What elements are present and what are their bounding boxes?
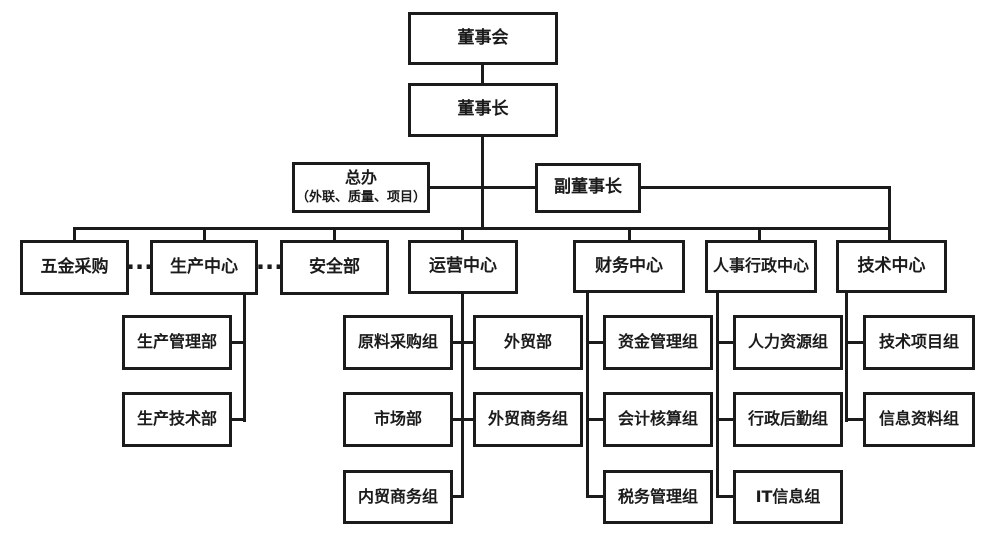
connector-line [429, 186, 536, 189]
node-production-tech-dept: 生产技术部 [122, 392, 232, 447]
connector-line [845, 341, 866, 344]
node-label: 税务管理组 [617, 486, 698, 506]
node-label: 董事长 [457, 99, 509, 120]
node-label: 运营中心 [429, 256, 497, 277]
connector-line [716, 291, 719, 498]
node-label: 市场部 [373, 409, 422, 429]
node-label: 人事行政中心 [712, 256, 809, 276]
node-label: 原料采购组 [357, 332, 438, 352]
node-hardware-purchasing: 五金采购 [20, 240, 129, 295]
node-label: 内贸商务组 [357, 486, 438, 506]
node-tech-project-group: 技术项目组 [863, 315, 975, 370]
node-tax-mgmt-group: 税务管理组 [603, 470, 713, 524]
node-foreign-trade-dept: 外贸部 [473, 315, 583, 370]
node-board-of-directors: 董事会 [408, 12, 558, 65]
connector-line [758, 227, 761, 243]
connector-line [586, 291, 589, 498]
node-label: 生产管理部 [136, 332, 217, 352]
node-label: 信息资料组 [878, 409, 959, 429]
node-label: 人力资源组 [747, 332, 828, 352]
node-label: 安全部 [309, 256, 360, 277]
node-admin-logistics-group: 行政后勤组 [733, 392, 843, 447]
node-tech-center: 技术中心 [836, 240, 947, 293]
connector-line [450, 418, 464, 421]
node-it-info-group: IT信息组 [733, 470, 843, 524]
connector-line [461, 418, 476, 421]
node-label: IT信息组 [755, 486, 821, 506]
node-fund-mgmt-group: 资金管理组 [603, 315, 713, 370]
node-label: 技术项目组 [878, 332, 959, 352]
node-label: 总办 [344, 168, 377, 188]
ellipsis-dots: ··· [255, 253, 284, 281]
node-label: 财务中心 [595, 255, 663, 276]
node-hr-admin-center: 人事行政中心 [705, 240, 817, 293]
connector-line [450, 495, 464, 498]
node-raw-material-group: 原料采购组 [343, 315, 453, 370]
connector-line [461, 341, 476, 344]
ellipsis-dots: ··· [125, 253, 154, 281]
node-label: 外贸商务组 [487, 409, 568, 429]
node-safety-dept: 安全部 [280, 240, 389, 295]
node-operations-center: 运营中心 [408, 240, 518, 294]
connector-line [845, 291, 848, 422]
connector-line [586, 495, 606, 498]
connector-line [243, 293, 246, 422]
connector-line [73, 227, 891, 230]
connector-line [716, 341, 736, 344]
node-label: 资金管理组 [617, 332, 698, 352]
node-label: 五金采购 [40, 256, 109, 277]
connector-line [716, 495, 736, 498]
node-hr-group: 人力资源组 [733, 315, 843, 370]
node-sublabel: （外联、质量、项目） [295, 189, 426, 205]
node-label: 生产技术部 [136, 409, 217, 429]
node-production-center: 生产中心 [150, 240, 258, 295]
connector-line [888, 186, 891, 242]
connector-line [229, 341, 246, 344]
connector-line [586, 341, 606, 344]
connector-line [716, 418, 736, 421]
connector-line [333, 227, 336, 243]
node-production-mgmt-dept: 生产管理部 [122, 315, 232, 370]
connector-line [628, 227, 631, 243]
connector-line [481, 64, 484, 84]
node-label: 副董事长 [554, 177, 622, 198]
node-info-data-group: 信息资料组 [863, 392, 975, 447]
node-finance-center: 财务中心 [573, 240, 685, 293]
connector-line [481, 136, 484, 230]
node-label: 会计核算组 [617, 409, 698, 429]
node-domestic-trade-group: 内贸商务组 [343, 470, 453, 524]
connector-line [845, 418, 866, 421]
node-general-office: 总办 （外联、质量、项目） [292, 162, 430, 213]
connector-line [461, 292, 464, 498]
node-label: 技术中心 [857, 255, 926, 276]
node-label: 行政后勤组 [747, 409, 828, 429]
node-label: 生产中心 [170, 256, 238, 277]
node-accounting-group: 会计核算组 [603, 392, 713, 447]
node-foreign-trade-group: 外贸商务组 [473, 392, 583, 447]
node-market-dept: 市场部 [343, 392, 453, 447]
connector-line [73, 227, 76, 243]
connector-line [450, 341, 464, 344]
node-label: 董事会 [457, 27, 509, 48]
connector-line [203, 227, 206, 243]
node-label: 外贸部 [503, 332, 552, 352]
connector-line [639, 186, 891, 189]
node-vice-chairman: 副董事长 [535, 163, 641, 213]
connector-line [229, 418, 246, 421]
connector-line [586, 418, 606, 421]
connector-line [461, 227, 464, 243]
node-chairman: 董事长 [408, 83, 558, 137]
